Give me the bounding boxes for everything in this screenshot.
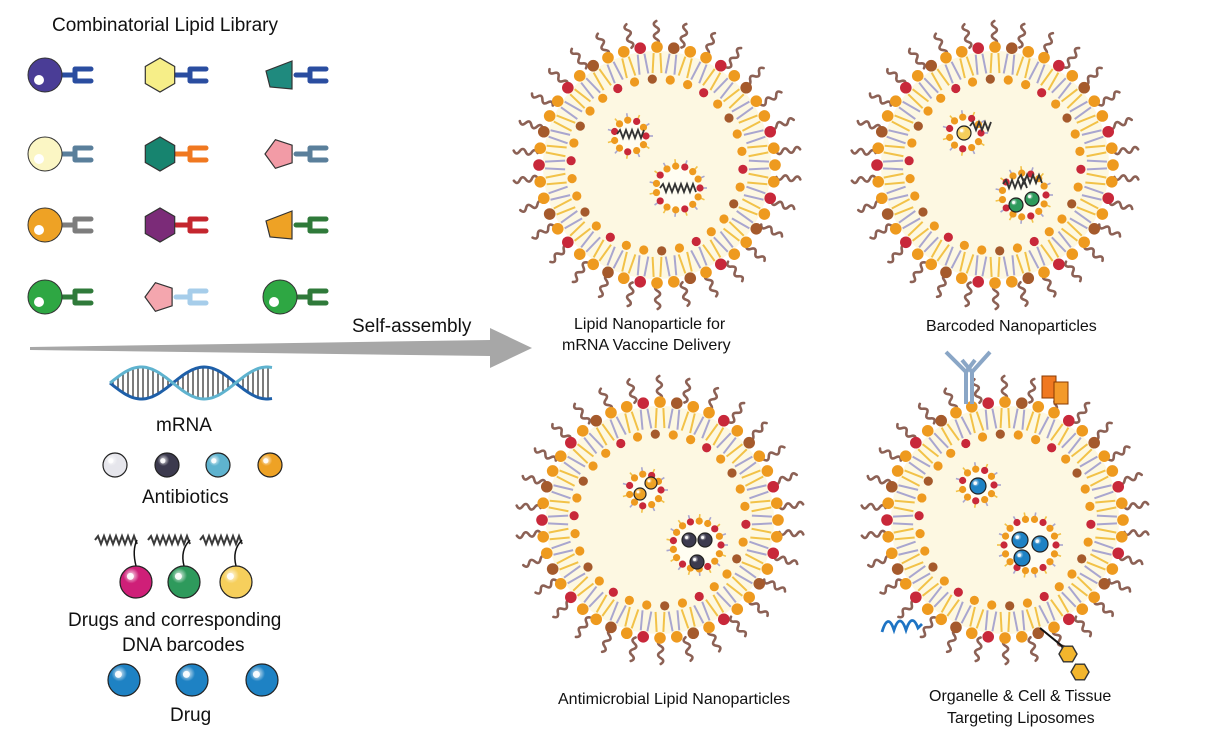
lipid-9	[265, 210, 329, 240]
lipid-4	[27, 136, 94, 172]
drug-sphere-1	[107, 663, 141, 697]
np2-label: Barcoded Nanoparticles	[926, 318, 1097, 335]
lipid-3	[265, 60, 329, 90]
np-barcoded	[850, 19, 1140, 311]
np3-sphere-1	[633, 487, 647, 501]
antibiotics-label: Antibiotics	[142, 487, 229, 508]
np4-sphere-3	[1031, 535, 1049, 553]
np3-label: Antimicrobial Lipid Nanoparticles	[558, 691, 791, 708]
lipid-12	[262, 279, 329, 315]
self-assembly-label: Self-assembly	[352, 316, 472, 337]
antibiotic-sphere-2	[154, 452, 180, 478]
lipid-1	[27, 57, 94, 93]
small-molecule-ligand-icon	[1039, 627, 1090, 681]
antibody-icon	[944, 350, 992, 404]
drug-icons	[107, 663, 279, 697]
antibiotic-sphere-3	[205, 452, 231, 478]
mrna-icon	[109, 365, 273, 401]
np3-sphere-3	[681, 532, 697, 548]
mrna-label: mRNA	[156, 415, 212, 436]
antibiotics-icons	[102, 452, 283, 478]
np4-label-line2: Targeting Liposomes	[947, 710, 1095, 727]
barcoded-drug-icons	[94, 533, 253, 599]
lipid-8	[144, 207, 209, 243]
np1-label-line1: Lipid Nanoparticle for	[574, 316, 726, 333]
np4-sphere-2	[1011, 531, 1029, 549]
lipid-10	[27, 279, 94, 315]
protein-ligand-icon	[1041, 375, 1069, 405]
antibiotic-sphere-4	[257, 452, 283, 478]
drug-label: Drug	[170, 705, 212, 726]
aptamer-icon	[880, 619, 923, 635]
barcoded-drug-2	[147, 533, 201, 599]
barcoded-drug-sphere-1	[119, 565, 153, 599]
self-assembly-arrow	[30, 328, 532, 368]
barcoded-drug-sphere-3	[219, 565, 253, 599]
drug-sphere-3	[245, 663, 279, 697]
np2-sphere-yellow	[956, 125, 972, 141]
np3-sphere-4	[697, 532, 713, 548]
barcoded-drug-1	[94, 533, 153, 599]
np-antimicrobial	[515, 374, 805, 666]
lipid-2	[144, 57, 209, 93]
np-mrna-vaccine	[512, 19, 802, 311]
barcodes-label-line1: Drugs and corresponding	[68, 610, 282, 631]
library-title: Combinatorial Lipid Library	[52, 15, 278, 36]
lipid-11	[144, 281, 209, 313]
lipid-6	[264, 138, 329, 170]
lipid-7	[27, 207, 94, 243]
np1-label-line2: mRNA Vaccine Delivery	[562, 337, 731, 354]
np3-sphere-2	[644, 476, 658, 490]
barcoded-drug-3	[199, 533, 253, 599]
np3-sphere-5	[689, 554, 705, 570]
lipid-5	[144, 136, 209, 172]
nanoparticles	[512, 19, 1150, 681]
np4-sphere-4	[1013, 549, 1031, 567]
np4-sphere-1	[969, 477, 987, 495]
np2-sphere-green-2	[1024, 191, 1040, 207]
antibiotic-sphere-1	[102, 452, 128, 478]
drug-sphere-2	[175, 663, 209, 697]
np-targeting-liposome	[860, 350, 1150, 681]
barcodes-label-line2: DNA barcodes	[122, 635, 245, 656]
barcoded-drug-sphere-2	[167, 565, 201, 599]
np2-sphere-green-1	[1008, 197, 1024, 213]
np4-label-line1: Organelle & Cell & Tissue	[929, 688, 1112, 705]
lipid-library	[27, 57, 329, 315]
